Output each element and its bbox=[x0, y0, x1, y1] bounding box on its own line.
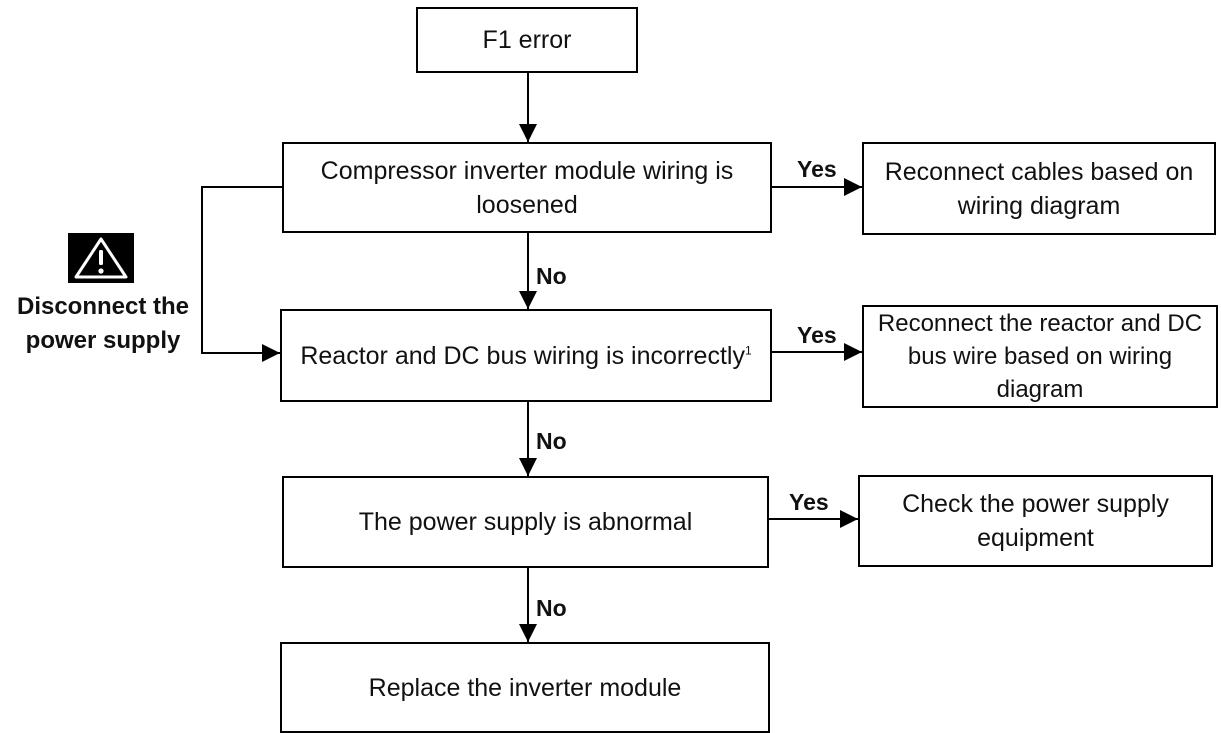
node-power-abnormal-text: The power supply is abnormal bbox=[358, 508, 693, 536]
node-f1-error-text: F1 error bbox=[482, 26, 572, 54]
warning-icon bbox=[68, 233, 134, 283]
node-reactor-wiring-text: Reactor and DC bus wiring is incorrectly bbox=[300, 341, 745, 370]
node-replace-module-text: Replace the inverter module bbox=[368, 673, 682, 702]
node-reconnect-reactor-text: Reconnect the reactor and DC bus wire ba… bbox=[877, 310, 1203, 403]
node-wiring-loosened-text: Compressor inverter module wiring is loo… bbox=[320, 156, 734, 219]
node-reconnect-cables: Reconnect cables based on wiring diagram bbox=[862, 142, 1216, 235]
node-wiring-loosened: Compressor inverter module wiring is loo… bbox=[282, 142, 772, 233]
label-yes-1: Yes bbox=[797, 156, 837, 182]
node-reconnect-cables-text: Reconnect cables based on wiring diagram bbox=[884, 157, 1194, 220]
node-reconnect-reactor: Reconnect the reactor and DC bus wire ba… bbox=[862, 305, 1218, 408]
node-power-abnormal: The power supply is abnormal bbox=[282, 476, 769, 568]
edge-q1-loop-to-q2 bbox=[201, 186, 282, 362]
warning-text: Disconnect the power supply bbox=[16, 293, 190, 354]
node-reactor-wiring: Reactor and DC bus wiring is incorrectly… bbox=[280, 309, 772, 402]
node-check-power-text: Check the power supply equipment bbox=[902, 490, 1169, 552]
label-yes-3: Yes bbox=[789, 489, 829, 515]
footnote-marker: 1 bbox=[744, 343, 752, 358]
node-check-power: Check the power supply equipment bbox=[858, 475, 1213, 567]
node-replace-module: Replace the inverter module bbox=[280, 642, 770, 733]
label-no-1: No bbox=[536, 263, 567, 289]
label-no-2: No bbox=[536, 428, 567, 454]
label-yes-2: Yes bbox=[797, 322, 837, 348]
label-no-3: No bbox=[536, 595, 567, 621]
node-f1-error: F1 error bbox=[416, 7, 638, 73]
